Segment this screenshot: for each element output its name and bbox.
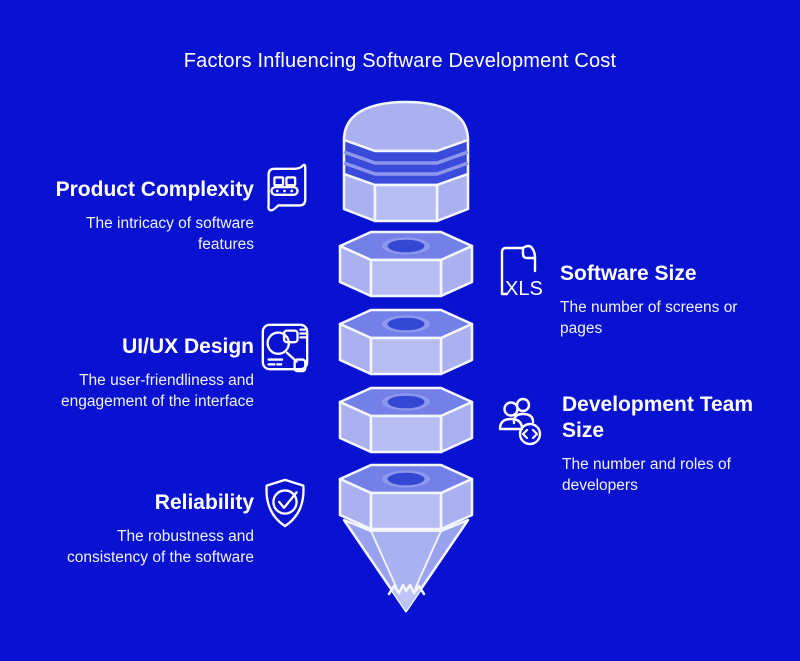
page-title: Factors Influencing Software Development… <box>183 50 617 72</box>
cone-tip-segment <box>342 518 470 613</box>
nut-segment-1 <box>338 230 474 298</box>
feature-product-complexity: Product Complexity The intricacy of soft… <box>20 163 316 255</box>
funnel-graphic <box>338 100 474 613</box>
feature-title: Software Size <box>560 262 697 285</box>
bolt-head-segment <box>342 100 470 223</box>
nut-segment-4 <box>338 463 474 531</box>
feature-title: Product Complexity <box>55 178 254 201</box>
xls-file-icon: XLS <box>490 241 548 299</box>
feature-description: The number of screens or pages <box>560 299 738 337</box>
feature-title: UI/UX Design <box>122 335 254 358</box>
feature-reliability: Reliability The robustness and consisten… <box>20 476 316 568</box>
team-code-icon <box>492 392 550 448</box>
feature-title: Development Team Size <box>562 393 753 442</box>
conveyor-icon <box>258 163 316 217</box>
shield-check-icon <box>258 476 316 530</box>
feature-description: The robustness and consistency of the so… <box>67 528 254 566</box>
feature-development-team-size: Development Team Size The number and rol… <box>492 392 794 496</box>
nut-segment-2 <box>338 308 474 376</box>
wireframe-icon <box>258 320 316 374</box>
feature-uiux-design: UI/UX Design The user-friendliness and e… <box>20 320 316 412</box>
feature-description: The intricacy of software features <box>86 215 254 253</box>
feature-description: The user-friendliness and engagement of … <box>60 372 254 410</box>
feature-title: Reliability <box>154 491 254 514</box>
feature-description: The number and roles of developers <box>562 456 731 494</box>
svg-text:XLS: XLS <box>505 278 543 299</box>
nut-segment-3 <box>338 386 474 454</box>
feature-software-size: XLS Software Size The number of screens … <box>490 241 792 339</box>
